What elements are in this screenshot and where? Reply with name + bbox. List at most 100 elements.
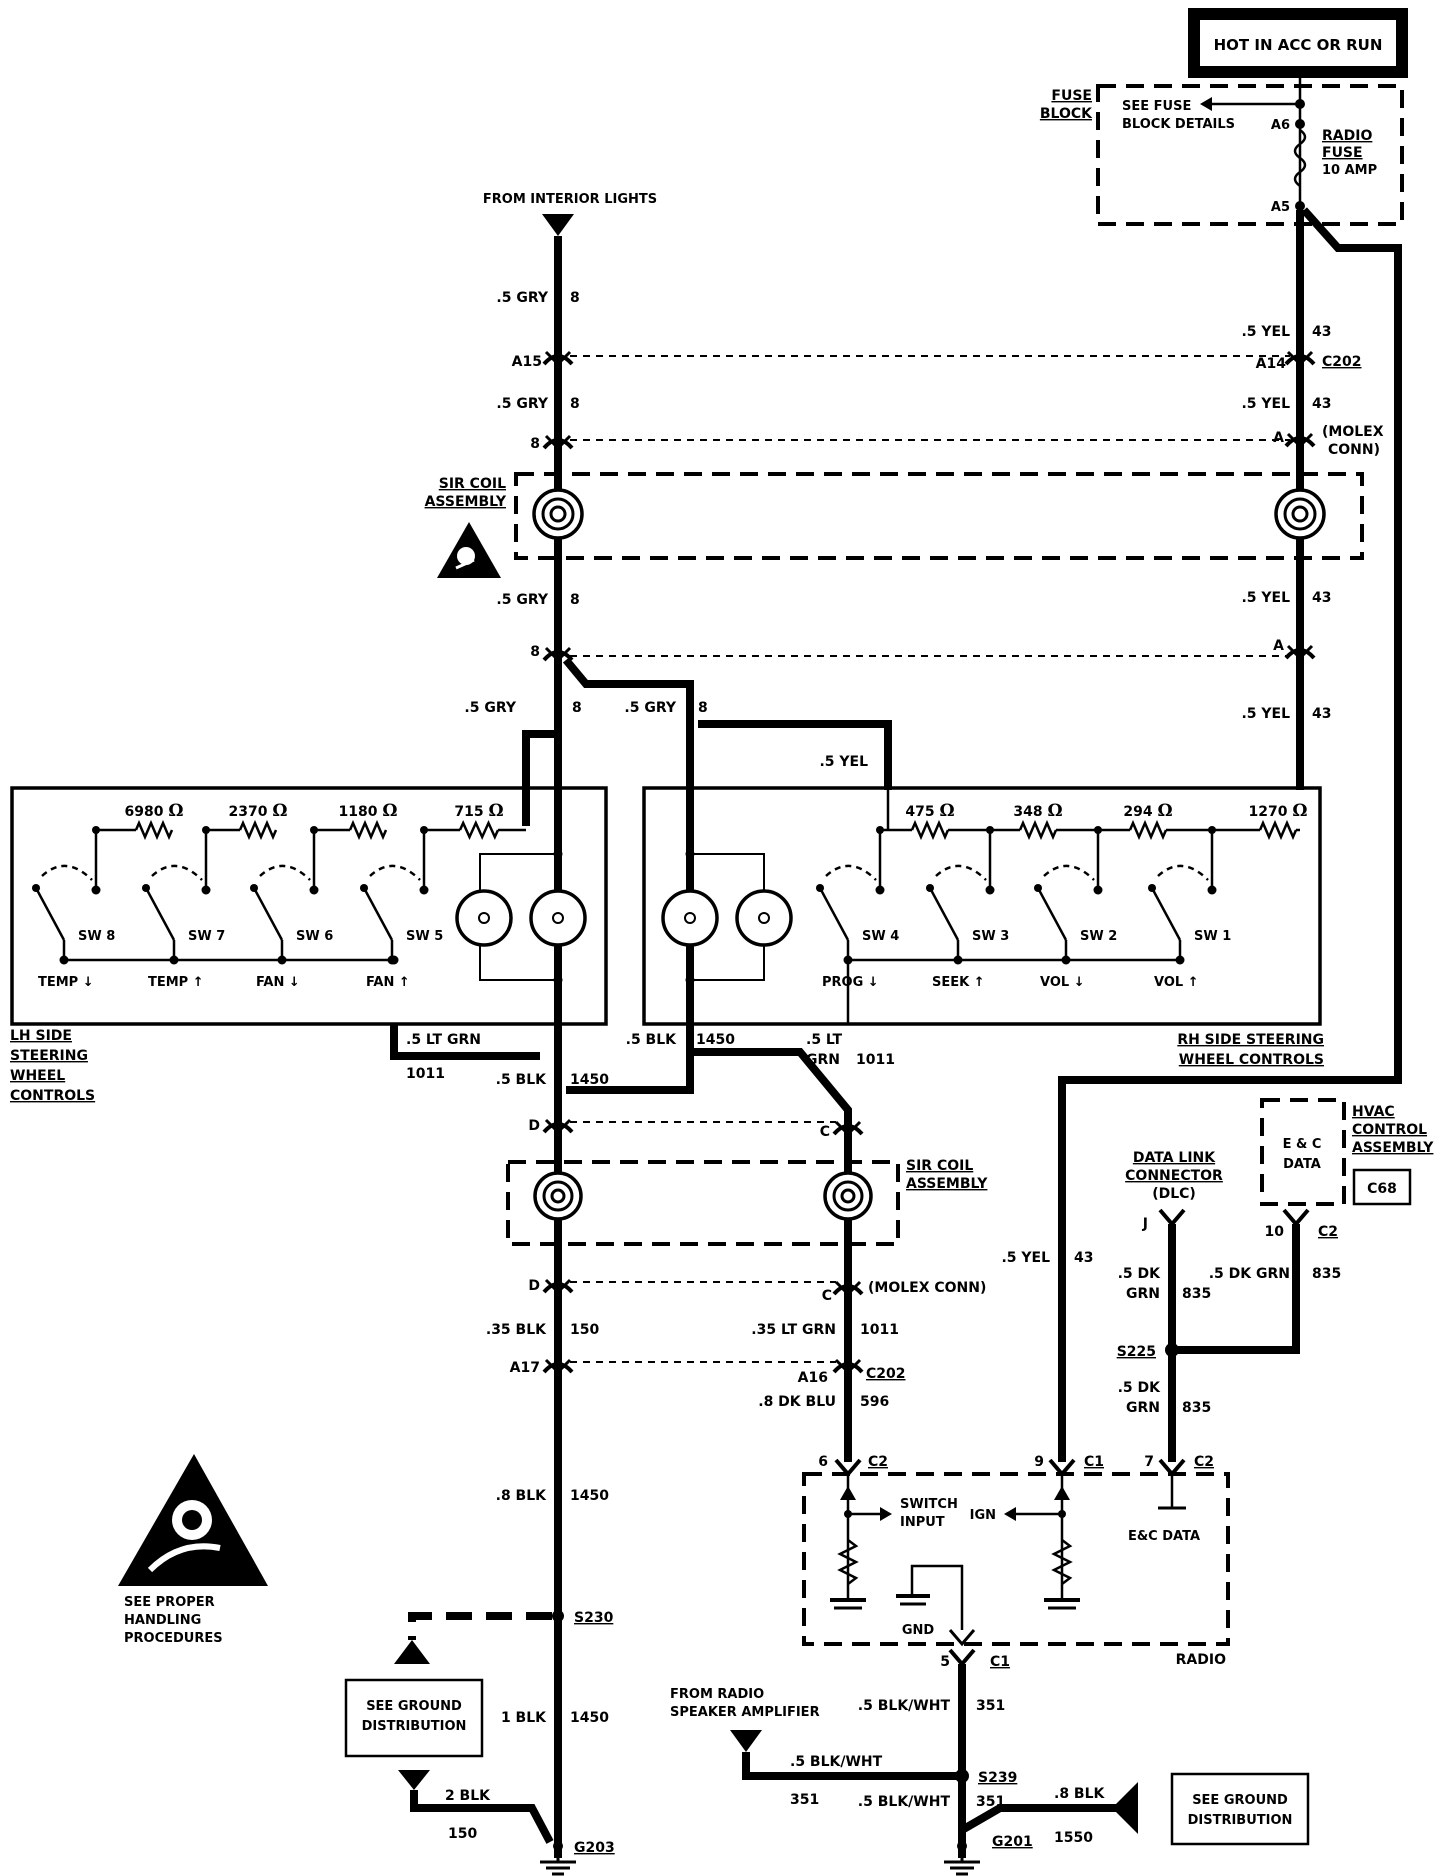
svg-text:43: 43 <box>1312 590 1331 606</box>
rh-switch-label-4: SW 1 <box>1194 929 1231 944</box>
rh-resistor-3 <box>1128 819 1168 841</box>
svg-text:GND: GND <box>902 1623 935 1638</box>
svg-text:C202: C202 <box>866 1366 906 1382</box>
fuse-details-link: SEE FUSE <box>1122 99 1191 114</box>
svg-text:.5 BLK/WHT: .5 BLK/WHT <box>790 1754 883 1770</box>
hvac-ec-data-box <box>1260 1098 1346 1206</box>
svg-text:SEE GROUND: SEE GROUND <box>1192 1793 1288 1808</box>
svg-text:43: 43 <box>1074 1250 1093 1266</box>
svg-text:.8 BLK: .8 BLK <box>496 1488 548 1504</box>
svg-text:ASSEMBLY: ASSEMBLY <box>1352 1140 1434 1156</box>
see-ground-distribution-box-left <box>344 1678 484 1758</box>
svg-text:.5 BLK: .5 BLK <box>496 1072 548 1088</box>
lh-horn-contact <box>455 889 513 947</box>
rh-horn-contact <box>735 889 793 947</box>
svg-text:8: 8 <box>572 700 582 716</box>
hvac-title: HVAC <box>1352 1104 1395 1120</box>
switch-input-label: SWITCH <box>900 1497 958 1512</box>
lh-resistor-value-3: 1180 Ω <box>339 801 398 821</box>
svg-text:43: 43 <box>1312 396 1331 412</box>
connector-a16 <box>832 1358 864 1375</box>
svg-text:8: 8 <box>570 290 580 306</box>
radio-pin-5: 5 C1 <box>940 1629 1010 1670</box>
svg-text:ASSEMBLY: ASSEMBLY <box>425 494 507 510</box>
ground-g201: G201 <box>992 1834 1033 1850</box>
connector-molex-right <box>1284 432 1316 449</box>
lower-harness: .5 LT GRN 1011 .5 BLK 1450 .5 BLK 1450 .… <box>390 1000 988 1858</box>
svg-text:.5 DK GRN: .5 DK GRN <box>1209 1266 1290 1282</box>
svg-text:1011: 1011 <box>406 1066 445 1082</box>
svg-text:8: 8 <box>570 396 580 412</box>
svg-text:6: 6 <box>818 1454 828 1470</box>
lh-function-label-1: TEMP ↓ <box>38 975 94 990</box>
svg-text:43: 43 <box>1312 324 1331 340</box>
svg-text:ASSEMBLY: ASSEMBLY <box>906 1176 988 1192</box>
rh-resistor-value-3: 294 Ω <box>1123 801 1172 821</box>
sir-coil-lower <box>506 1160 900 1246</box>
clockspring-lower-left <box>533 1171 583 1221</box>
rh-switch-4: SW 1 VOL ↑ <box>1148 864 1231 990</box>
lh-resistor-value-1: 6980 Ω <box>125 801 184 821</box>
blk-1450-mid <box>566 1016 694 1094</box>
svg-text:1550: 1550 <box>1054 1830 1093 1846</box>
svg-text:S230: S230 <box>574 1610 614 1626</box>
rh-coil-contact <box>661 889 719 947</box>
svg-text:S239: S239 <box>978 1770 1017 1786</box>
ec-data-label: E&C DATA <box>1128 1529 1200 1544</box>
svg-text:A5: A5 <box>1271 200 1290 215</box>
svg-text:D: D <box>528 1278 540 1294</box>
splice-s225 <box>1165 1343 1179 1357</box>
svg-text:1011: 1011 <box>856 1052 895 1068</box>
speaker-amp-and-ground: FROM RADIO SPEAKER AMPLIFIER .5 BLK/WHT … <box>670 1687 1310 1876</box>
interior-lights-label: FROM INTERIOR LIGHTS <box>483 192 657 207</box>
rh-function-label-4: VOL ↑ <box>1154 975 1199 990</box>
svg-text:.5 BLK: .5 BLK <box>626 1032 678 1048</box>
svg-text:.35 LT GRN: .35 LT GRN <box>751 1322 836 1338</box>
svg-text:1 BLK: 1 BLK <box>501 1710 547 1726</box>
lh-switch-1: SW 8 TEMP ↓ <box>32 864 115 990</box>
lh-switch-label-4: SW 5 <box>406 929 443 944</box>
radio-pin-9: 9 C1 <box>1034 1454 1104 1478</box>
lh-resistor-value-2: 2370 Ω <box>229 801 288 821</box>
lh-resistor-4 <box>458 819 500 841</box>
svg-text:10 AMP: 10 AMP <box>1322 163 1377 178</box>
svg-text:CONNECTOR: CONNECTOR <box>1125 1168 1223 1184</box>
svg-text:.5 YEL: .5 YEL <box>1241 590 1290 606</box>
svg-text:.8 DK BLU: .8 DK BLU <box>758 1394 836 1410</box>
svg-text:.5 DK: .5 DK <box>1118 1266 1162 1282</box>
radio-pin-6: 6 C2 <box>818 1454 888 1478</box>
esd-warning-icon-small <box>437 522 501 578</box>
sir-coil-upper-label: SIR COIL <box>439 476 506 492</box>
c202-label: C202 <box>1322 354 1362 370</box>
rh-resistor-value-1: 475 Ω <box>905 801 954 821</box>
lh-resistor-2 <box>238 819 278 841</box>
svg-text:.5 GRY: .5 GRY <box>464 700 516 716</box>
svg-text:596: 596 <box>860 1394 889 1410</box>
svg-text:SPEAKER AMPLIFIER: SPEAKER AMPLIFIER <box>670 1705 820 1720</box>
lh-coil-contact <box>529 889 587 947</box>
pin-a6 <box>1295 119 1305 129</box>
lh-switch-label-3: SW 6 <box>296 929 333 944</box>
lt-grn-1011-rh <box>690 1048 852 1128</box>
rh-resistor-2 <box>1018 819 1058 841</box>
interior-lights-arrow <box>542 214 574 236</box>
lh-switch-label-1: SW 8 <box>78 929 115 944</box>
svg-text:1450: 1450 <box>696 1032 735 1048</box>
svg-text:CONTROLS: CONTROLS <box>10 1088 95 1104</box>
lt-grn-1011-lh <box>390 1024 540 1060</box>
rh-function-label-3: VOL ↓ <box>1040 975 1085 990</box>
svg-text:DISTRIBUTION: DISTRIBUTION <box>362 1719 467 1734</box>
ground-g201-icon <box>944 1852 980 1876</box>
svg-text:C2: C2 <box>1318 1224 1338 1240</box>
lh-resistor-1 <box>134 819 174 841</box>
hvac-control-assembly: E & C DATA HVAC CONTROL ASSEMBLY C68 10 … <box>1178 1098 1434 1354</box>
svg-text:.35 BLK: .35 BLK <box>486 1322 547 1338</box>
